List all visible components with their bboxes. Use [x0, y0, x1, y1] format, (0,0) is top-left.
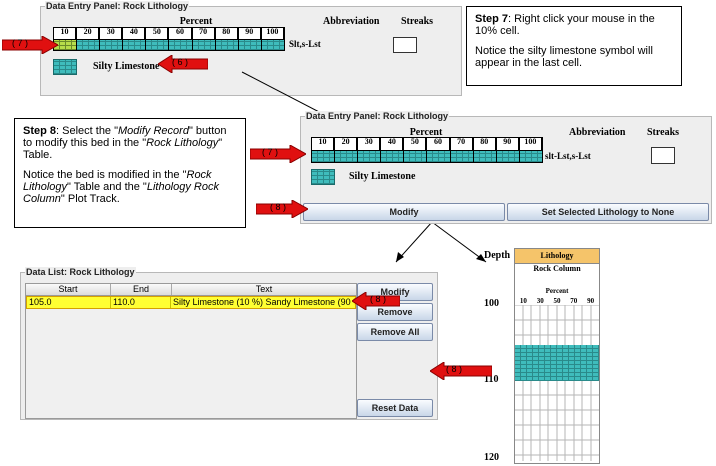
callout-7-mid-label: ( 7 ): [262, 147, 279, 157]
grid-cell-50[interactable]: 50: [404, 138, 428, 162]
grid-cell-30[interactable]: 30: [100, 28, 124, 50]
track-percent-label: Percent: [545, 287, 569, 295]
streaks-header: Streaks: [401, 16, 434, 27]
track-ticks: 10 30 50 70 90: [519, 297, 595, 305]
grid-cell-20[interactable]: 20: [77, 28, 101, 50]
grid-cell-30[interactable]: 30: [358, 138, 382, 162]
track-grid: [515, 305, 599, 461]
step8-title: Step 8: [23, 125, 57, 137]
grid-cell-10[interactable]: 10: [312, 138, 336, 162]
grid-cell-40[interactable]: 40: [123, 28, 147, 50]
step7-text1: : Right click your mouse in the 10% cell…: [475, 13, 655, 37]
lithology-symbol: [54, 39, 77, 50]
callout-8-track-arrow: [430, 362, 492, 380]
legend-label: Silty Limestone: [93, 61, 160, 72]
callout-6-label: ( 6 ): [172, 57, 189, 67]
lithology-track: Lithology Rock Column Percent 10 30 50 7…: [514, 248, 600, 464]
data-table: Start End Text 105.0 110.0 Silty Limesto…: [25, 283, 357, 419]
cell-end: 110.0: [111, 297, 171, 308]
track-subtitle: Rock Column: [533, 264, 581, 273]
cell-start: 105.0: [27, 297, 111, 308]
depth-120: 120: [484, 452, 499, 463]
step7-title: Step 7: [475, 13, 509, 25]
mid-entry-panel: Data Entry Panel: Rock Lithology Percent…: [300, 111, 712, 224]
grid-cell-90[interactable]: 90: [496, 138, 520, 162]
legend-label: Silty Limestone: [349, 171, 416, 182]
depth-110: 110: [484, 374, 499, 385]
lithology-bed: [515, 345, 599, 381]
percent-grid[interactable]: 10 20 30 40 50 60 70 80 90 100: [311, 137, 543, 163]
callout-8-list-label: ( 8 ): [370, 294, 387, 304]
table-row[interactable]: 105.0 110.0 Silty Limestone (10 %) Sandy…: [26, 296, 356, 309]
depth-100: 100: [484, 298, 499, 309]
grid-cell-100[interactable]: 100: [261, 28, 284, 50]
grid-cell-40[interactable]: 40: [381, 138, 405, 162]
step7-text2: Notice the silty limestone symbol will a…: [475, 45, 653, 69]
callout-7-mid-arrow: [250, 145, 306, 163]
reset-data-button[interactable]: Reset Data: [357, 399, 433, 417]
callout-8-modify-arrow: [256, 200, 308, 218]
grid-cell-80[interactable]: 80: [473, 138, 497, 162]
grid-cell-60[interactable]: 60: [169, 28, 193, 50]
step8-note: Step 8: Select the "Modify Record" butto…: [14, 118, 246, 228]
callout-7-top-label: ( 7 ): [12, 38, 29, 48]
streaks-box[interactable]: [393, 37, 417, 53]
column-header-text[interactable]: Text: [255, 284, 273, 294]
set-lithology-none-button[interactable]: Set Selected Lithology to None: [507, 203, 709, 221]
percent-label: Percent: [409, 127, 443, 138]
grid-cell-10[interactable]: 10: [54, 28, 78, 50]
callout-8-modify-label: ( 8 ): [270, 202, 287, 212]
grid-cell-70[interactable]: 70: [450, 138, 474, 162]
abbrev-value: slt-Lst,s-Lst: [545, 151, 591, 161]
grid-cell-100[interactable]: 100: [519, 138, 542, 162]
percent-label: Percent: [179, 16, 213, 27]
percent-grid[interactable]: 10 20 30 40 50 60 70 80 90 100: [53, 27, 285, 51]
remove-all-button[interactable]: Remove All: [357, 323, 433, 341]
track-title: Lithology: [540, 251, 574, 260]
column-header-end[interactable]: End: [111, 284, 172, 295]
modify-button[interactable]: Modify: [303, 203, 505, 221]
callout-6-arrow: [158, 55, 208, 73]
abbrev-header: Abbreviation: [323, 16, 380, 27]
callout-8-list-arrow: [352, 292, 400, 310]
callout-8-track-label: ( 8 ): [446, 364, 463, 374]
cell-text: Silty Limestone (10 %) Sandy Limestone (…: [173, 297, 355, 307]
data-list-panel: Data List: Rock Lithology Start End Text…: [20, 267, 438, 420]
legend-symbol: [311, 169, 335, 185]
depth-header: Depth: [484, 250, 511, 261]
panel-title: Data List: Rock Lithology: [25, 267, 136, 277]
grid-cell-60[interactable]: 60: [427, 138, 451, 162]
grid-cell-90[interactable]: 90: [238, 28, 262, 50]
abbrev-header: Abbreviation: [569, 127, 626, 138]
callout-7-top-arrow: [2, 36, 58, 54]
grid-cell-50[interactable]: 50: [146, 28, 170, 50]
track-header: Lithology: [515, 249, 599, 264]
grid-cell-20[interactable]: 20: [335, 138, 359, 162]
streaks-box[interactable]: [651, 147, 675, 164]
panel-title: Data Entry Panel: Rock Lithology: [45, 1, 190, 11]
abbrev-value: Slt,s-Lst: [289, 39, 321, 49]
panel-title: Data Entry Panel: Rock Lithology: [305, 111, 450, 121]
top-entry-panel: Data Entry Panel: Rock Lithology Percent…: [40, 1, 462, 96]
grid-cell-70[interactable]: 70: [192, 28, 216, 50]
grid-cell-80[interactable]: 80: [215, 28, 239, 50]
column-header-start[interactable]: Start: [26, 284, 111, 295]
step7-note: Step 7: Right click your mouse in the 10…: [466, 6, 682, 86]
legend-symbol: [53, 59, 77, 75]
streaks-header: Streaks: [647, 127, 680, 138]
